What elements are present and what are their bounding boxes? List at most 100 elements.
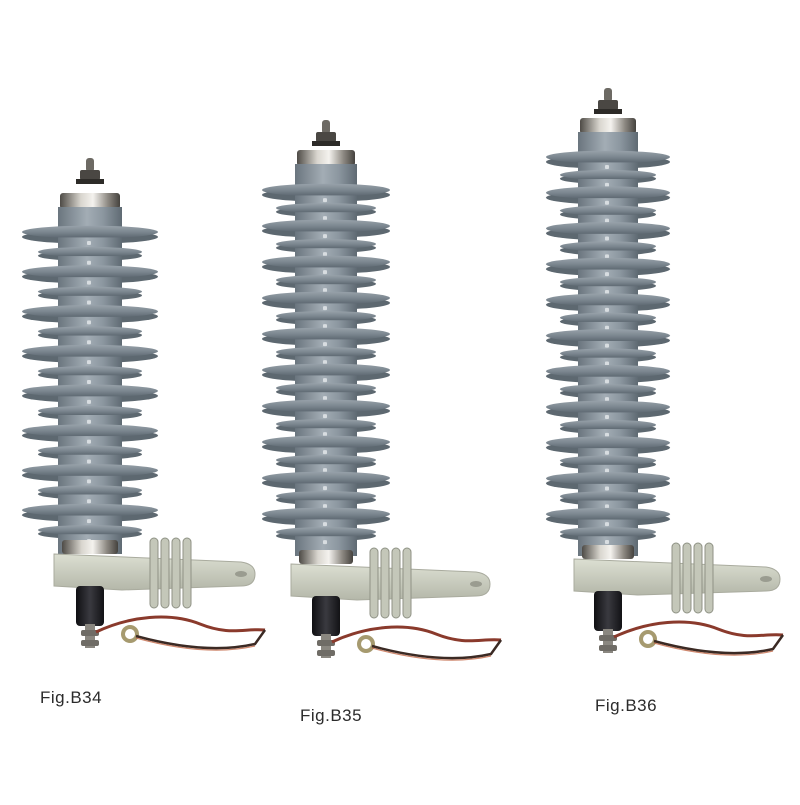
shed [560,241,656,252]
shed [22,265,158,279]
insulating-fin [402,547,412,619]
shed [560,169,656,180]
ground-lead-disconnector [594,591,622,631]
shed [22,344,158,358]
shed [22,384,158,398]
insulating-fin [682,542,692,614]
bracket-hole [470,581,482,587]
shed [262,255,390,269]
ground-lead-disconnector [312,596,340,636]
ground-cable [135,629,267,650]
shed [22,225,158,239]
shed [22,503,158,517]
ground-cable [95,615,266,634]
insulating-fin [369,547,379,619]
figure-caption-b34: Fig.B34 [40,688,103,707]
shed [560,205,656,216]
terminal-nut-icon [80,170,100,180]
figure-caption-b36: Fig.B36 [595,696,658,715]
shed [560,277,656,287]
surge-arrester-b35 [262,120,503,661]
shed [38,525,142,535]
terminal-stud-icon [604,88,612,102]
shed [38,405,142,416]
shed [546,257,670,271]
ring-terminal-icon [639,630,657,648]
ground-lead-disconnector [76,586,104,626]
shed [276,203,376,213]
shed [276,419,376,429]
shed [38,445,142,456]
shed [38,246,142,257]
insulating-fin [704,542,714,614]
terminal-nut-icon [316,132,336,142]
bracket-hole [760,576,772,582]
shed [262,435,390,449]
shed [22,424,158,437]
shed [262,507,390,521]
shed [546,293,670,307]
insulating-fin [693,542,703,614]
ground-cable [653,634,785,655]
shed [22,305,158,318]
shed [546,436,670,450]
shed [22,464,158,477]
insulating-fin [391,547,401,619]
top-metal-cap [60,193,120,209]
ground-cable [331,625,502,644]
bottom-metal-band [582,545,634,559]
insulating-fin [380,547,390,619]
shed [276,383,376,393]
shed [262,471,390,485]
terminal-stud-icon [322,120,330,134]
shed [560,527,656,537]
shed [560,491,656,502]
top-metal-cap [297,150,355,166]
mounting-bracket [290,563,491,601]
shed [262,363,390,377]
terminal-nut-icon [598,100,618,110]
shed [38,366,142,376]
insulating-fin [160,537,170,609]
shed [546,472,670,485]
shed [38,326,142,337]
ground-cable [371,639,503,660]
bracket-hole [235,571,247,577]
shed [276,275,376,285]
shed [546,400,670,414]
shed [546,329,670,342]
terminal-stud-icon [86,158,94,172]
shed [262,183,390,197]
shed [560,455,656,466]
shed [560,312,656,323]
shed [276,311,376,321]
shed [262,219,390,233]
shed [276,239,376,249]
ring-terminal-icon [357,635,375,653]
surge-arrester-b36 [546,88,785,656]
surge-arrester-b34 [22,158,267,651]
shed [560,384,656,395]
figure-caption-b35: Fig.B35 [300,706,363,725]
shed [546,222,670,235]
ring-terminal-icon [121,625,139,643]
shed [38,485,142,496]
ground-cable [613,620,784,639]
top-metal-cap [580,118,636,134]
shed [546,186,670,200]
insulating-fin [171,537,181,609]
shed [262,327,390,341]
shed [276,455,376,465]
insulating-fin [182,537,192,609]
shed [38,286,142,297]
shed [262,399,390,413]
shed [276,527,376,537]
shed [262,291,390,305]
insulating-fin [149,537,159,609]
shed [546,507,670,521]
shed [276,347,376,357]
shed [546,364,670,378]
insulating-fin [671,542,681,614]
